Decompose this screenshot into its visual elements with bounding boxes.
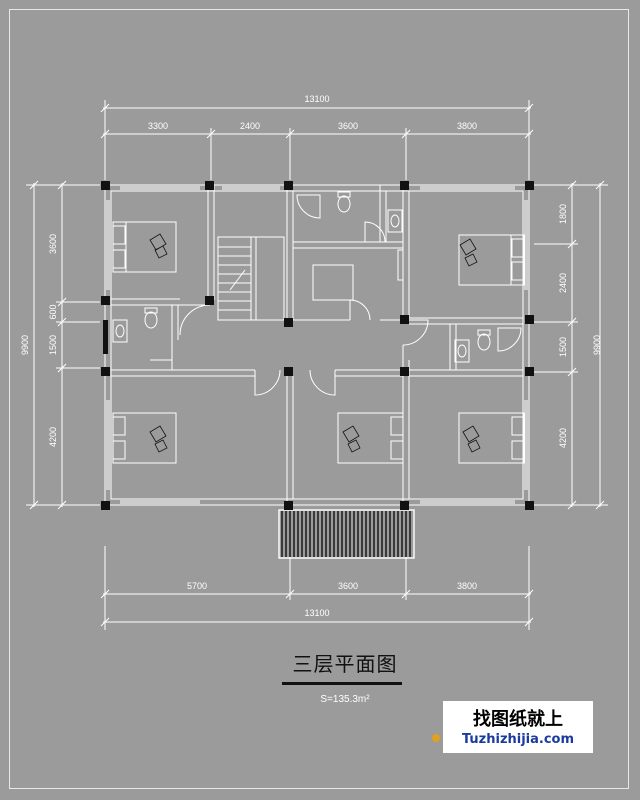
watermark-dot-icon: [432, 734, 440, 742]
bed-bedroom-1: [112, 221, 177, 273]
dim-top-seg-1: 3300: [148, 121, 168, 131]
bed-bedroom-5: [458, 412, 525, 464]
furniture: [112, 191, 525, 464]
dim-left-seg-4: 4200: [48, 427, 58, 447]
plan-area: S=135.3m²: [320, 694, 370, 705]
dim-top-seg-2: 2400: [240, 121, 260, 131]
dim-top-seg-4: 3800: [457, 121, 477, 131]
dim-right-total: 9900: [592, 335, 602, 355]
windows: [106, 186, 528, 504]
stair-void: [312, 264, 354, 301]
structural-columns: [101, 181, 534, 510]
bed-bedroom-3: [112, 412, 177, 464]
dim-right-seg-3: 1500: [558, 337, 568, 357]
balcony-railing: [278, 509, 415, 559]
dim-bottom-total: 13100: [304, 608, 329, 618]
bed-bedroom-2: [458, 234, 525, 286]
watermark-logo[interactable]: 找图纸就上 Tuzhizhijia.com: [443, 701, 593, 753]
dim-bottom-seg-3: 3800: [457, 581, 477, 591]
dim-top-total: 13100: [304, 94, 329, 104]
dim-right-seg-4: 4200: [558, 428, 568, 448]
watermark-brand-cn: 找图纸就上: [473, 709, 563, 730]
plan-title: 三层平面图: [292, 652, 398, 676]
right-dimension-lines: [534, 180, 608, 510]
watermark-brand-url[interactable]: Tuzhizhijia.com: [461, 732, 575, 747]
interior-walls: [111, 185, 523, 505]
title-underline: [282, 682, 402, 685]
dim-top-seg-3: 3600: [338, 121, 358, 131]
bed-pillow-marks: [149, 233, 481, 453]
door-swings: [150, 221, 429, 396]
dim-left-seg-1: 3600: [48, 234, 58, 254]
top-dimension-lines: [100, 100, 534, 180]
dim-right-seg-1: 1800: [558, 204, 568, 224]
exterior-walls: [104, 184, 530, 506]
staircase: [217, 236, 285, 321]
left-dimension-lines: [26, 180, 100, 510]
dim-left-seg-3: 1500: [48, 335, 58, 355]
dim-bottom-seg-1: 5700: [187, 581, 207, 591]
bathroom-fixtures: [112, 191, 522, 363]
dim-right-seg-2: 2400: [558, 273, 568, 293]
dim-left-seg-2: 600: [48, 304, 58, 319]
drawing-border: [9, 9, 629, 789]
dim-bottom-seg-2: 3600: [338, 581, 358, 591]
dim-left-total: 9900: [20, 335, 30, 355]
bed-bedroom-4: [337, 412, 404, 464]
